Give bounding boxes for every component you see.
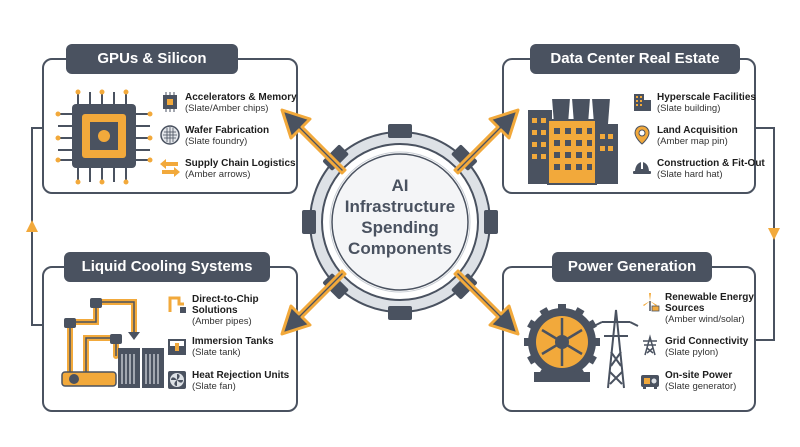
arrow-bottom-right-icon — [453, 269, 520, 336]
item-label: Wafer Fabrication — [185, 125, 270, 136]
pylon-icon — [643, 334, 657, 356]
item-sub: (Slate fan) — [192, 381, 236, 392]
item-label: Immersion Tanks — [192, 336, 274, 347]
item-label: Hyperscale Facilities — [657, 92, 756, 103]
tank-icon — [168, 339, 186, 355]
hub-line-2: Infrastructure — [344, 197, 456, 216]
item-sub: (Slate hard hat) — [657, 169, 723, 180]
power-illustration — [524, 304, 639, 389]
hub-line-4: Components — [348, 239, 452, 258]
item-sub: (Amber map pin) — [657, 136, 728, 147]
arrow-top-right-icon — [453, 108, 520, 175]
item-sub: (Amber pipes) — [192, 316, 252, 327]
cooling-illustration — [61, 298, 164, 388]
item-label: Grid Connectivity — [665, 336, 749, 347]
item-sub: (Slate pylon) — [665, 347, 719, 358]
item-sub: (Slate foundry) — [185, 136, 248, 147]
title-datacenter: Data Center Real Estate — [530, 44, 740, 74]
wafer-icon — [160, 125, 180, 145]
wind-solar-icon — [643, 293, 660, 312]
turbine-icon — [524, 304, 600, 382]
hub-line-3: Spending — [361, 218, 439, 237]
title-cooling: Liquid Cooling Systems — [64, 252, 270, 282]
fan-icon — [168, 371, 186, 389]
item-label: On-site Power — [665, 370, 733, 381]
arrow-bottom-left-icon — [280, 269, 347, 336]
hub-label: AI Infrastructure Spending Components — [336, 175, 464, 259]
item-label-2: Sources — [665, 303, 705, 314]
item-label: Supply Chain Logistics — [185, 158, 296, 169]
item-sub: (Slate building) — [657, 103, 721, 114]
arrows-icon — [160, 159, 180, 177]
item-sub: (Slate generator) — [665, 381, 737, 392]
generator-icon — [641, 375, 659, 389]
arrow-top-left-icon — [280, 108, 347, 175]
pylon-illustration-icon — [593, 309, 639, 389]
item-label-1: Renewable Energy — [665, 292, 754, 303]
hub-line-1: AI — [391, 176, 409, 195]
item-sub: (Slate tank) — [192, 347, 241, 358]
item-label: Accelerators & Memory — [185, 92, 297, 103]
pipes-icon — [168, 296, 186, 313]
title-gpus: GPUs & Silicon — [66, 44, 238, 74]
item-sub: (Amber wind/solar) — [665, 314, 745, 325]
item-label: Heat Rejection Units — [192, 370, 290, 381]
title-power: Power Generation — [552, 252, 712, 282]
item-label-1: Direct-to-Chip — [192, 294, 259, 305]
item-sub: (Slate/Amber chips) — [185, 103, 269, 114]
datacenter-illustration — [528, 95, 618, 185]
building-icon — [634, 94, 651, 111]
item-label-2: Solutions — [192, 305, 238, 316]
item-label: Construction & Fit-Out — [657, 158, 765, 169]
map-pin-icon — [634, 125, 650, 145]
item-label: Land Acquisition — [657, 125, 738, 136]
down-arrow-right-icon — [768, 228, 780, 240]
chip-illustration — [55, 89, 153, 185]
hard-hat-icon — [633, 161, 651, 174]
item-sub: (Amber arrows) — [185, 169, 251, 180]
up-arrow-left-icon — [26, 220, 38, 232]
chip-icon — [163, 92, 177, 112]
